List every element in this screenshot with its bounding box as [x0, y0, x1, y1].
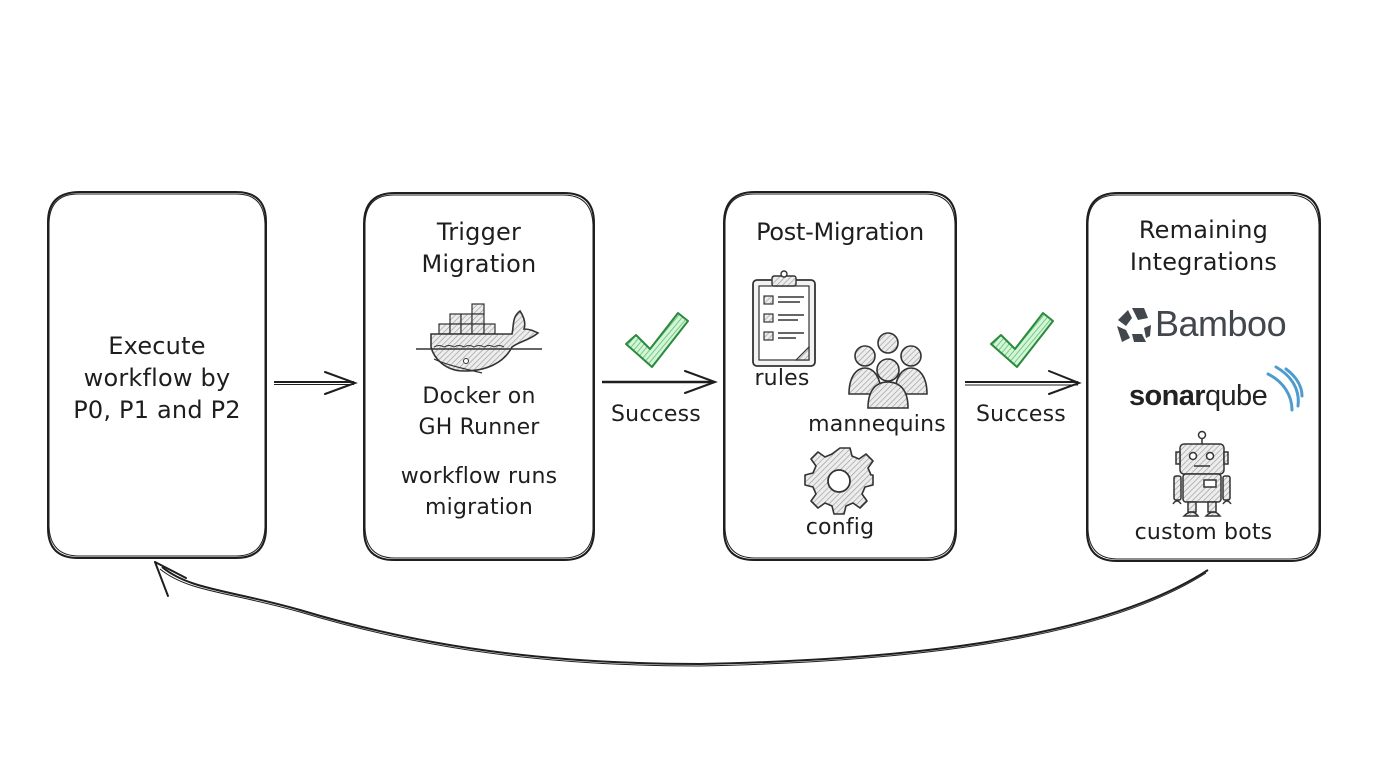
connector-label-success: Success [611, 402, 701, 427]
checkmark-icon [625, 312, 689, 368]
step-trigger-caption: Docker on GH Runner [364, 381, 594, 443]
bamboo-logo-icon [1117, 308, 1151, 342]
sonarqube-light: qube [1204, 380, 1268, 412]
checkmark-icon [990, 312, 1054, 368]
bamboo-logo-text: Bamboo [1155, 303, 1287, 344]
step-box-trigger[interactable] [363, 192, 595, 561]
title-line: P0, P1 and P2 [73, 396, 241, 424]
caption-line: GH Runner [418, 415, 540, 440]
item-label-mannequins: mannequins [808, 412, 946, 437]
item-label-config: config [805, 515, 875, 540]
title-line: Trigger [436, 218, 522, 246]
item-label-rules: rules [754, 366, 810, 391]
sonarqube-bold: sonar [1129, 380, 1206, 412]
caption-line: Docker on [422, 384, 536, 409]
robot-icon [1172, 430, 1232, 517]
gear-icon [804, 447, 874, 515]
arrow-post-to-remaining [965, 370, 1082, 395]
connector-label-success: Success [976, 402, 1066, 427]
step-remaining-title: Remaining Integrations [1087, 214, 1320, 278]
clipboard-checklist-icon [752, 270, 816, 367]
arrow-execute-to-trigger [274, 371, 358, 395]
docker-whale-icon [416, 303, 542, 374]
arrow-loop-back-to-execute [154, 561, 1209, 667]
title-line: Migration [421, 250, 537, 278]
step-execute-title: Execute workflow by P0, P1 and P2 [48, 330, 266, 426]
sonarqube-waves-icon [1266, 365, 1304, 412]
title-line: workflow by [83, 364, 231, 392]
note-line: migration [425, 495, 533, 520]
title-line: Remaining [1138, 216, 1269, 244]
item-label-custom-bots: custom bots [1134, 520, 1273, 545]
people-group-icon [848, 332, 928, 409]
sonarqube-logo-text: sonarqube [1129, 380, 1268, 413]
step-trigger-note: workflow runs migration [364, 461, 594, 523]
step-box-remaining-integrations[interactable] [1086, 192, 1321, 562]
title-line: Execute [108, 332, 206, 360]
title-line: Integrations [1129, 248, 1278, 276]
step-box-execute[interactable] [47, 191, 267, 559]
step-trigger-title: Trigger Migration [364, 216, 594, 280]
arrow-trigger-to-post [602, 370, 718, 394]
step-post-title: Post-Migration [756, 218, 924, 246]
note-line: workflow runs [400, 464, 558, 489]
